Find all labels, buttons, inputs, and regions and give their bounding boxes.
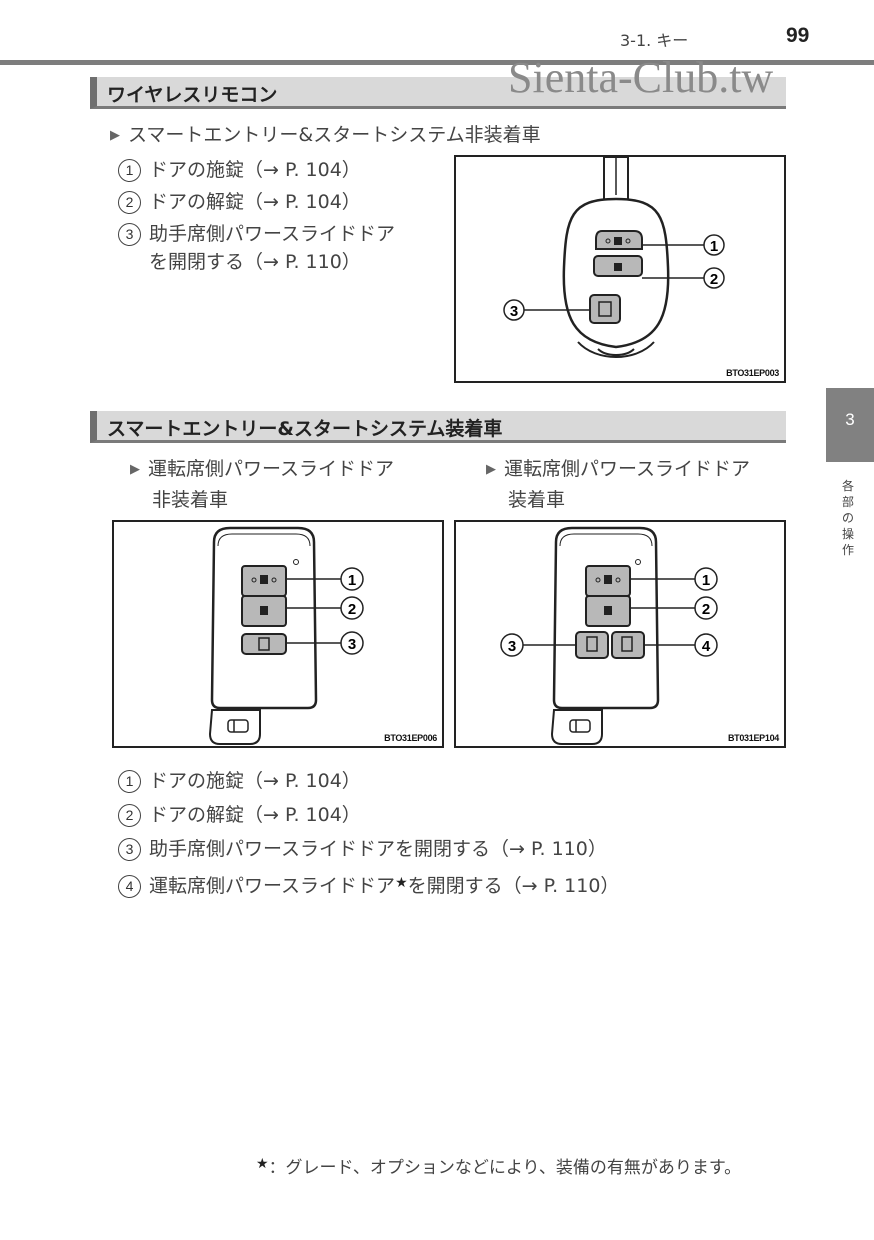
unlock-button-icon — [585, 595, 631, 627]
smart-key-illustration: 1 2 3 — [208, 526, 364, 745]
svg-text:3: 3 — [348, 636, 356, 653]
condition-bullet: ▶スマートエントリー&スタートシステム非装着車 — [110, 124, 541, 146]
svg-text:2: 2 — [348, 601, 356, 618]
figure-smart-key-no-driver-door: 1 2 3 BTO31EP006 — [112, 520, 444, 748]
svg-text:1: 1 — [710, 238, 718, 255]
lock-button-icon — [585, 565, 631, 597]
lock-button-icon — [241, 565, 287, 597]
circled-number: 2 — [118, 191, 141, 214]
footnote: ★：グレード、オプションなどにより、装備の有無があります。 — [256, 1156, 742, 1178]
section-heading-wireless-remote: ワイヤレスリモコン — [90, 77, 786, 109]
section-title: ワイヤレスリモコン — [107, 84, 278, 106]
section-heading-smart-entry: スマートエントリー&スタートシステム装着車 — [90, 411, 786, 443]
smart-key-illustration: 1 2 3 4 — [500, 526, 718, 745]
list-item-continuation: を開閉する（→ P. 110） — [149, 251, 361, 273]
svg-text:4: 4 — [702, 638, 711, 655]
figure-wireless-remote: 1 2 3 BTO31EP003 — [454, 155, 786, 383]
circled-number: 1 — [118, 770, 141, 793]
slide-door-button-icon — [241, 633, 287, 655]
circled-number: 4 — [118, 875, 141, 898]
triangle-bullet-icon: ▶ — [110, 128, 120, 143]
passenger-slide-door-button-icon — [575, 631, 609, 659]
svg-text:3: 3 — [510, 303, 518, 320]
figure-code: BTO31EP003 — [726, 368, 779, 378]
watermark: Sienta-Club.tw — [508, 53, 774, 102]
chapter-side-tab: 3 — [826, 388, 874, 462]
circled-number: 1 — [118, 159, 141, 182]
figure-smart-key-with-driver-door: 1 2 3 4 BT031EP104 — [454, 520, 786, 748]
svg-text:2: 2 — [710, 271, 718, 288]
circled-number: 3 — [118, 838, 141, 861]
header-rule — [0, 60, 874, 65]
svg-text:1: 1 — [348, 572, 356, 589]
figure-code: BTO31EP006 — [384, 733, 437, 743]
remote-key-illustration: 1 2 3 — [503, 156, 725, 358]
unlock-button-icon — [241, 595, 287, 627]
svg-text:1: 1 — [702, 572, 710, 589]
circled-number: 3 — [118, 223, 141, 246]
slide-door-button-icon — [589, 294, 621, 324]
svg-text:2: 2 — [702, 601, 710, 618]
driver-slide-door-button-icon — [611, 631, 645, 659]
condition-bullet-right: ▶運転席側パワースライドドア 装着車 — [486, 458, 751, 511]
star-icon: ★ — [395, 875, 408, 891]
triangle-bullet-icon: ▶ — [486, 462, 496, 477]
chapter-number: 3 — [845, 410, 855, 429]
svg-text:3: 3 — [508, 638, 516, 655]
triangle-bullet-icon: ▶ — [130, 462, 140, 477]
condition-bullet-left: ▶運転席側パワースライドドア 非装着車 — [130, 458, 395, 511]
chapter-title: 3-1. キー — [620, 31, 689, 50]
lock-button-icon — [595, 230, 643, 250]
chapter-side-label: 各部の操作 — [841, 479, 854, 557]
unlock-button-icon — [593, 255, 643, 277]
circled-number: 2 — [118, 804, 141, 827]
star-icon: ★ — [256, 1156, 269, 1172]
section-title: スマートエントリー&スタートシステム装着車 — [107, 418, 503, 440]
figure-code: BT031EP104 — [727, 733, 779, 743]
page-number: 99 — [786, 24, 810, 47]
